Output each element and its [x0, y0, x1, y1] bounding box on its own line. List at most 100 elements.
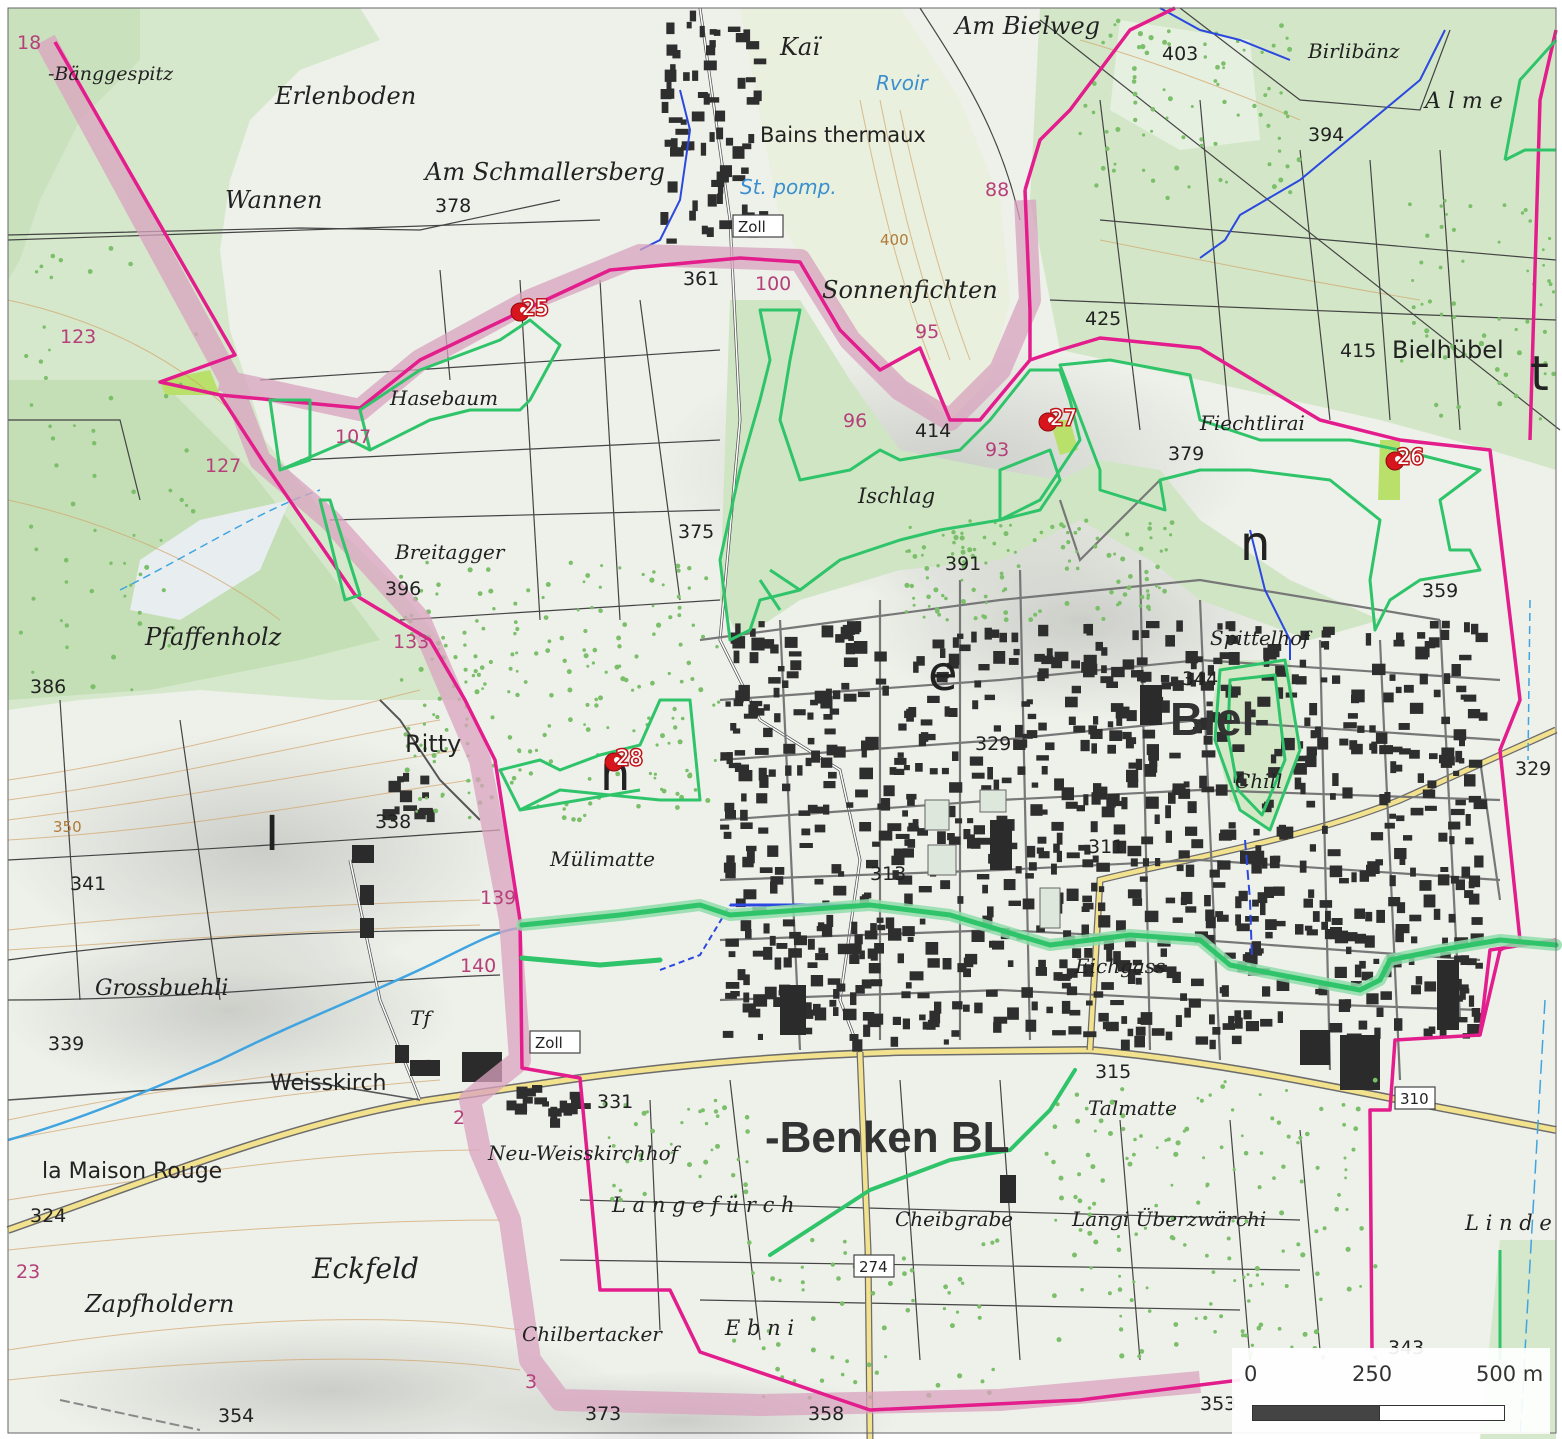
place-label-chilbertacker: Chilbertacker: [522, 1322, 663, 1346]
boundary-marker-number: 100: [755, 273, 791, 295]
site-markers: 25 27 26 28: [510, 295, 1425, 772]
place-label-kai: Kaï: [779, 33, 822, 61]
elevation-point: 353: [1200, 1393, 1236, 1415]
elevation-point: 391: [945, 553, 981, 575]
boundary-marker-number: 127: [205, 455, 241, 477]
place-label-tf: Tf: [410, 1006, 434, 1030]
town-label-benken: -Benken BL: [765, 1113, 1009, 1162]
place-label-cheibgrabe: Cheibgrabe: [895, 1207, 1013, 1231]
elevation-point: 341: [70, 873, 106, 895]
boundary-marker-number: 88: [985, 179, 1009, 201]
boundary-marker-number: 139: [480, 887, 516, 909]
elevation-point: 425: [1085, 308, 1121, 330]
site-marker-number: 28: [616, 746, 643, 770]
elevation-point: 331: [597, 1091, 633, 1113]
scale-bar-light: [1379, 1405, 1505, 1421]
elevation-point: 379: [1168, 443, 1204, 465]
boundary-marker-number: 2: [453, 1107, 465, 1129]
boundary-marker-number: 140: [460, 955, 496, 977]
elevation-point: 414: [915, 420, 951, 442]
forest-layer: [8, 8, 1556, 1439]
place-label-muelimatte: Mülimatte: [549, 847, 655, 871]
elevation-point: 344: [1182, 668, 1218, 690]
place-label-baenggespitz: -Bänggespitz: [48, 63, 174, 85]
buildings: [382, 10, 1488, 1128]
scale-bar-dark: [1252, 1405, 1380, 1421]
sports-fields: [924, 789, 1061, 929]
boundary-marker-number: 3: [525, 1371, 537, 1393]
road-sign-310: 310: [1394, 1086, 1436, 1110]
site-marker-28[interactable]: 28: [604, 745, 644, 772]
place-label-neuweisskirchhof: Neu-Weisskirchhof: [487, 1141, 682, 1165]
site-marker-27[interactable]: 27: [1038, 405, 1078, 432]
site-marker-number: 25: [522, 296, 549, 320]
place-label-spittelhof: Spittelhof: [1210, 626, 1313, 650]
place-label-talmatte: Talmatte: [1088, 1096, 1177, 1120]
scale-tick-500: 500 m: [1476, 1362, 1544, 1386]
boundary-marker-number: 123: [60, 326, 96, 348]
vegetation-dots: [18, 18, 1556, 1400]
boundary-marker-number: 95: [915, 321, 939, 343]
contour-label: 400: [880, 231, 909, 249]
place-label-weisskirch: Weisskirch: [270, 1071, 387, 1096]
boundary-marker-number: 107: [335, 426, 371, 448]
place-label-linde: L i n d e: [1464, 1211, 1552, 1235]
contour-lines: [7, 39, 1421, 1381]
region-letter-i: I: [265, 806, 279, 862]
elevation-point: 386: [30, 676, 66, 698]
place-label-eichgass: Eichgass: [1074, 954, 1165, 978]
boundary-marker-number: 23: [16, 1261, 40, 1283]
elevation-point: 359: [1422, 580, 1458, 602]
elevation-point: 329: [975, 733, 1011, 755]
place-label-erlenboden: Erlenboden: [274, 82, 416, 110]
place-label-zapfholdern: Zapfholdern: [84, 1290, 234, 1318]
boundary-marker-number: 18: [17, 32, 41, 54]
place-label-fiechtlirai: Fiechtlirai: [1199, 411, 1305, 435]
elevation-point: 375: [678, 521, 714, 543]
elevation-point: 315: [1095, 1061, 1131, 1083]
place-label-am-bielweg: Am Bielweg: [953, 12, 1100, 40]
elevation-point: 358: [808, 1403, 844, 1425]
site-marker-26[interactable]: 26: [1385, 444, 1425, 471]
place-label-bielhuebel: Bielhübel: [1392, 336, 1504, 364]
place-label-langefuerch: L a n g e f ü r c h: [611, 1193, 795, 1217]
water-feature-label: Rvoir: [876, 71, 930, 95]
place-label-sonnenfichten: Sonnenfichten: [822, 276, 998, 304]
boundary-marker-number: 93: [985, 439, 1009, 461]
water-feature-label: St. pomp.: [740, 175, 837, 199]
boundary-marker-number: 133: [393, 631, 429, 653]
place-label-pfaffenholz: Pfaffenholz: [144, 623, 282, 651]
elevation-point: 415: [1340, 340, 1376, 362]
road-sign-text: Zoll: [738, 218, 766, 236]
elevation-point: 354: [218, 1405, 254, 1427]
elevation-point: 373: [585, 1403, 621, 1425]
elevation-point: 361: [683, 268, 719, 290]
place-label-breitagger: Breitagger: [394, 540, 506, 564]
region-letter-t: t: [1530, 346, 1549, 402]
road-sign-text: 274: [859, 1258, 888, 1276]
elevation-point: 313: [870, 863, 906, 885]
elevation-point: 394: [1308, 124, 1344, 146]
place-label-schmallersberg: Am Schmallersberg: [423, 158, 665, 186]
boundary-marker-number: 96: [843, 410, 867, 432]
place-label-birlibaenz: Birlibänz: [1307, 39, 1400, 63]
elevation-point: 403: [1162, 43, 1198, 65]
green-corridor: [516, 899, 1562, 1257]
large-buildings: [352, 685, 1459, 1203]
road-sign-zoll: Zoll: [732, 214, 784, 238]
field-lines: [7, 7, 1561, 1361]
elevation-point: 329: [1515, 758, 1551, 780]
nature-reserves: [268, 38, 1558, 1360]
place-label-ischlag: Ischlag: [857, 484, 935, 508]
road-sign-zoll: Zoll: [529, 1030, 581, 1054]
place-label-maisonrouge: la Maison Rouge: [42, 1159, 222, 1184]
site-marker-25[interactable]: 25: [510, 295, 550, 322]
place-label-bains: Bains thermaux: [760, 123, 926, 147]
region-letter-n: n: [1240, 516, 1270, 572]
elevation-point: 378: [435, 195, 471, 217]
contour-label: 350: [53, 818, 82, 836]
elevation-point: 338: [375, 811, 411, 833]
